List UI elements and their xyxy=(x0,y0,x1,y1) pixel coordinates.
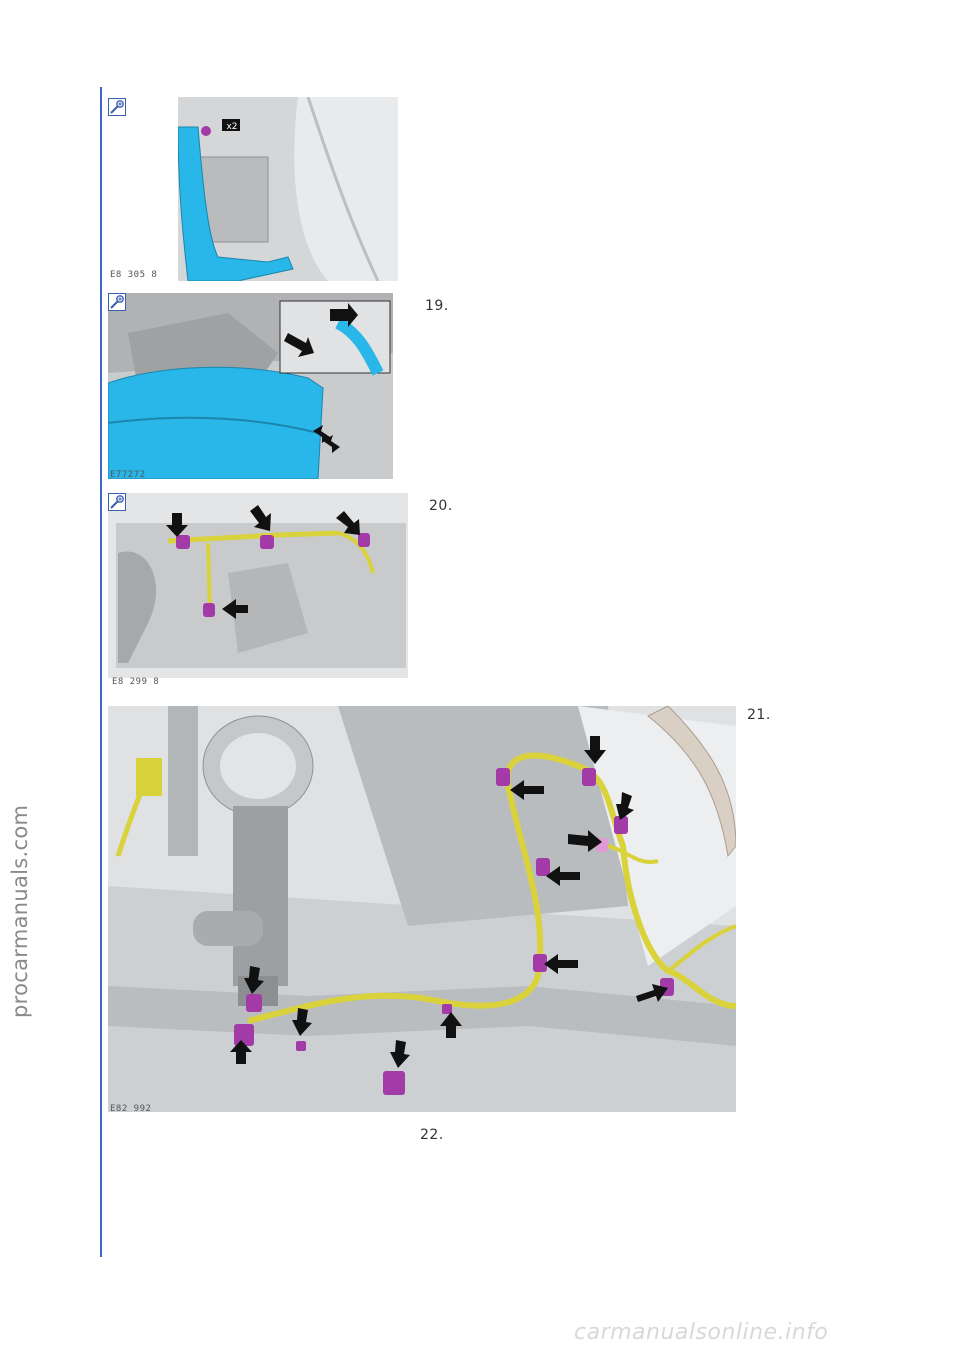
footer-watermark: carmanualsonline.info xyxy=(574,1320,829,1345)
figure-bumper-corner: x2 xyxy=(178,97,398,281)
step-number: 22. xyxy=(420,1127,444,1143)
figure-wheelarch-harness xyxy=(108,706,736,1112)
figure-bumper-removal xyxy=(108,293,393,479)
step-number: 21. xyxy=(747,707,771,723)
step-number: 19. xyxy=(425,298,449,314)
zoom-icon[interactable] xyxy=(108,293,126,311)
zoom-icon[interactable] xyxy=(108,493,126,511)
figure-code: E8 299 8 xyxy=(112,677,160,687)
figure-harness-connectors xyxy=(108,493,408,678)
side-watermark: procarmanuals.com xyxy=(8,804,32,1018)
margin-rule xyxy=(100,87,102,1257)
figure-code: E8 305 8 xyxy=(110,270,158,280)
callout-x2: x2 xyxy=(226,122,237,132)
step-number: 20. xyxy=(429,498,453,514)
figure-code: E82 992 xyxy=(110,1104,152,1114)
zoom-icon[interactable] xyxy=(108,98,126,116)
figure-code: E77272 xyxy=(110,470,146,480)
